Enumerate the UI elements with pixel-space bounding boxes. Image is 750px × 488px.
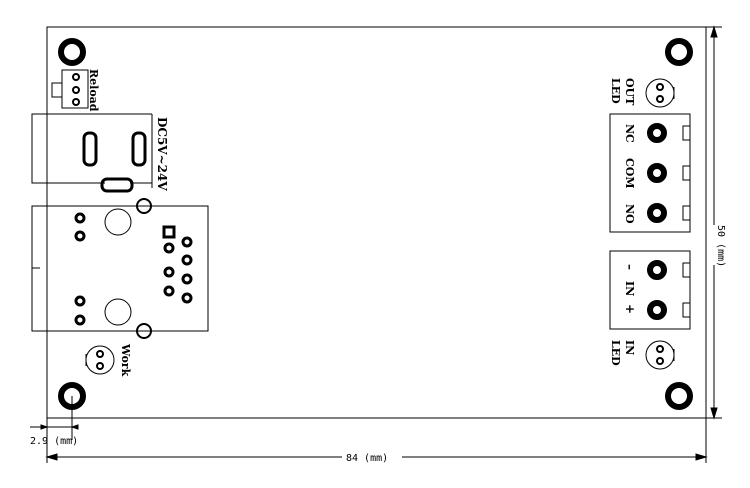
offset-dimension-label: 2.9 (mm) [30, 436, 78, 447]
mounting-hole-top-right [665, 38, 693, 66]
work-led-footprint [85, 345, 115, 375]
terminal-no [647, 203, 667, 223]
in-led-label-line1: IN [623, 340, 636, 355]
terminal-in-plus [647, 300, 667, 320]
reload-label: Reload [87, 69, 100, 112]
com-label: COM [623, 158, 636, 189]
in-label: IN [623, 281, 636, 296]
reload-button-footprint [51, 69, 89, 109]
mounting-hole-top-left [58, 38, 86, 66]
in-led-footprint [645, 340, 675, 370]
dc-input-label: DC5V~24V [155, 117, 169, 191]
terminal-in-minus [647, 260, 667, 280]
mounting-holes [58, 38, 693, 410]
no-label: NO [623, 204, 636, 224]
in-led-label-line2: LED [609, 340, 622, 366]
ethernet-jack-footprint [31, 198, 209, 339]
out-led-footprint [645, 78, 675, 108]
offset-dimension [30, 396, 79, 440]
terminal-com [647, 163, 667, 183]
nc-label: NC [623, 124, 636, 143]
terminal-nc [647, 123, 667, 143]
width-dimension [45, 418, 708, 463]
out-led-label-line1: OUT [623, 78, 636, 106]
in-minus-label: – [623, 264, 637, 270]
relay-terminal-block [609, 113, 691, 233]
height-dimension [706, 25, 722, 420]
dc-power-jack-footprint [31, 113, 153, 193]
board-outline [46, 26, 707, 419]
width-dimension-label: 84 (mm) [346, 453, 388, 464]
in-plus-label: + [623, 304, 637, 314]
out-led-label-line2: LED [609, 78, 622, 104]
input-terminal-block [609, 250, 691, 330]
mounting-hole-bottom-right [665, 382, 693, 410]
work-label: Work [119, 343, 132, 377]
height-dimension-label: 50 (mm) [715, 225, 726, 267]
